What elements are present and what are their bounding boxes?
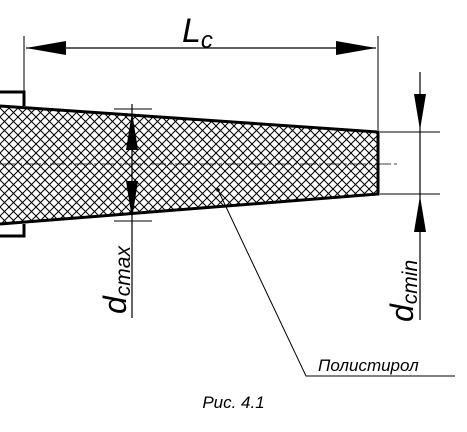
tapered-rod <box>0 104 380 226</box>
length-label: Lc <box>182 12 213 54</box>
figure-caption: Рис. 4.1 <box>202 393 265 412</box>
length-symbol: L <box>182 12 201 50</box>
min-diameter-symbol: d <box>384 303 420 322</box>
max-diameter-dimension <box>114 104 152 318</box>
min-diameter-label: dcmin <box>384 260 422 322</box>
length-subscript: c <box>201 27 213 54</box>
max-diameter-subscript: cmax <box>112 245 135 297</box>
min-diameter-subscript: cmin <box>399 260 422 304</box>
length-dimension <box>23 36 379 130</box>
max-diameter-label: dcmax <box>97 245 135 314</box>
max-diameter-symbol: d <box>97 295 133 314</box>
material-leader <box>216 188 455 377</box>
min-diameter-dimension <box>380 72 440 320</box>
material-label: Полистирол <box>318 356 419 375</box>
